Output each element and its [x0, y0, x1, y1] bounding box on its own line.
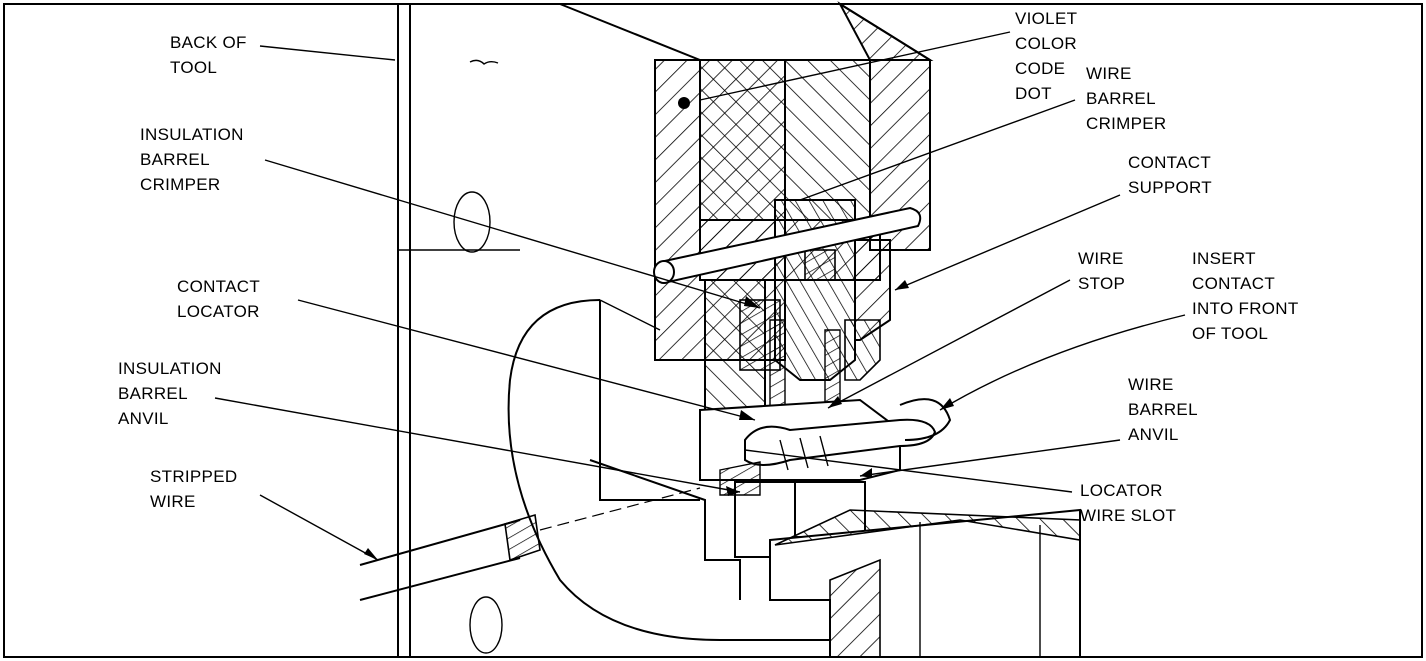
- label-back-of-tool: BACK OF TOOL: [170, 33, 252, 77]
- label-stripped-wire: STRIPPED WIRE: [150, 467, 242, 511]
- crimper-pin: [653, 206, 922, 284]
- label-wire-stop: WIRE STOP: [1078, 249, 1129, 293]
- label-contact-support: CONTACT SUPPORT: [1128, 153, 1216, 197]
- violet-color-code-dot: [678, 97, 690, 109]
- label-insert-contact: INSERT CONTACT INTO FRONT OF TOOL: [1192, 249, 1303, 343]
- upper-hole: [453, 191, 491, 253]
- contact: [719, 398, 952, 496]
- label-violet-color-code-dot: VIOLET COLOR CODE DOT: [1015, 9, 1082, 103]
- label-insulation-barrel-crimper: INSULATION BARREL CRIMPER: [140, 125, 249, 194]
- tool-jaw-frame: [507, 299, 830, 641]
- label-insulation-barrel-anvil: INSULATION BARREL ANVIL: [118, 359, 227, 428]
- stripped-wire: [359, 487, 701, 601]
- back-of-tool-plate: [397, 4, 520, 657]
- label-wire-barrel-crimper: WIRE BARREL CRIMPER: [1086, 64, 1167, 133]
- lower-hole: [469, 596, 503, 654]
- leader-lines: [214, 31, 1186, 561]
- upper-die-block: [559, 1, 934, 471]
- label-wire-barrel-anvil: WIRE BARREL ANVIL: [1128, 375, 1202, 444]
- label-contact-locator: CONTACT LOCATOR: [177, 277, 265, 321]
- label-locator-wire-slot: LOCATOR WIRE SLOT: [1080, 481, 1176, 525]
